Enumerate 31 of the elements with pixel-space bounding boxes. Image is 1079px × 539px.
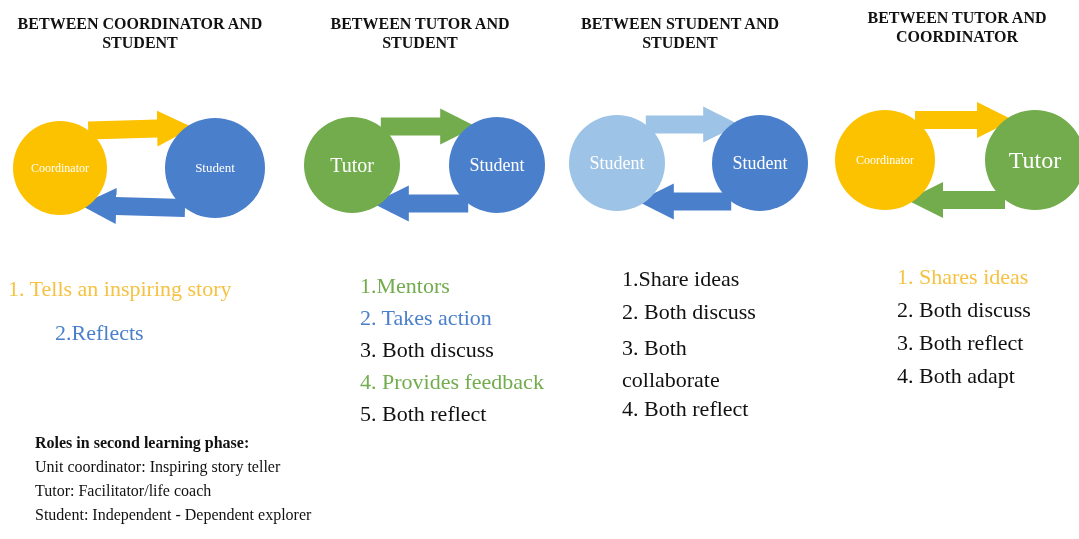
list-item: 3. Both discuss [360,337,495,364]
list-item: 3. Both reflect [897,330,1025,357]
note-text: Tutor: Facilitator/life coach [35,481,213,501]
circle-node: Tutor [304,117,400,213]
list-item: 1.Share ideas [622,266,741,293]
list-item: 1. Tells an inspiring story [8,276,233,303]
circle-node: Coordinator [835,110,935,210]
list-item: 4. Both reflect [622,396,750,423]
circle-node: Student [449,117,545,213]
circle-node: Student [712,115,808,211]
list-item: 1. Shares ideas [897,264,1030,291]
heading: BETWEEN TUTOR AND COORDINATOR [866,8,1048,47]
list-item: 2. Both discuss [897,297,1032,324]
note-text: Student: Independent - Dependent explorer [35,505,313,525]
heading: BETWEEN TUTOR AND STUDENT [329,14,511,53]
list-item: 5. Both reflect [360,401,488,428]
list-item: 4. Provides feedback [360,369,545,396]
heading: BETWEEN STUDENT AND STUDENT [580,14,780,53]
list-item: 4. Both adapt [897,363,1016,390]
list-item: 2. Takes action [360,305,493,332]
list-item: 2.Reflects [55,320,145,347]
list-item: 2. Both discuss [622,299,757,326]
circle-node: Student [569,115,665,211]
list-item: 3. Both collaborate [622,334,721,394]
heading: BETWEEN COORDINATOR AND STUDENT [16,14,264,53]
list-item: 1.Mentors [360,273,451,300]
section-heading: Roles in second learning phase: [35,433,251,453]
circle-node: Student [165,118,265,218]
circle-node: Tutor [985,110,1079,210]
note-text: Unit coordinator: Inspiring story teller [35,457,282,477]
circle-node: Coordinator [13,121,107,215]
